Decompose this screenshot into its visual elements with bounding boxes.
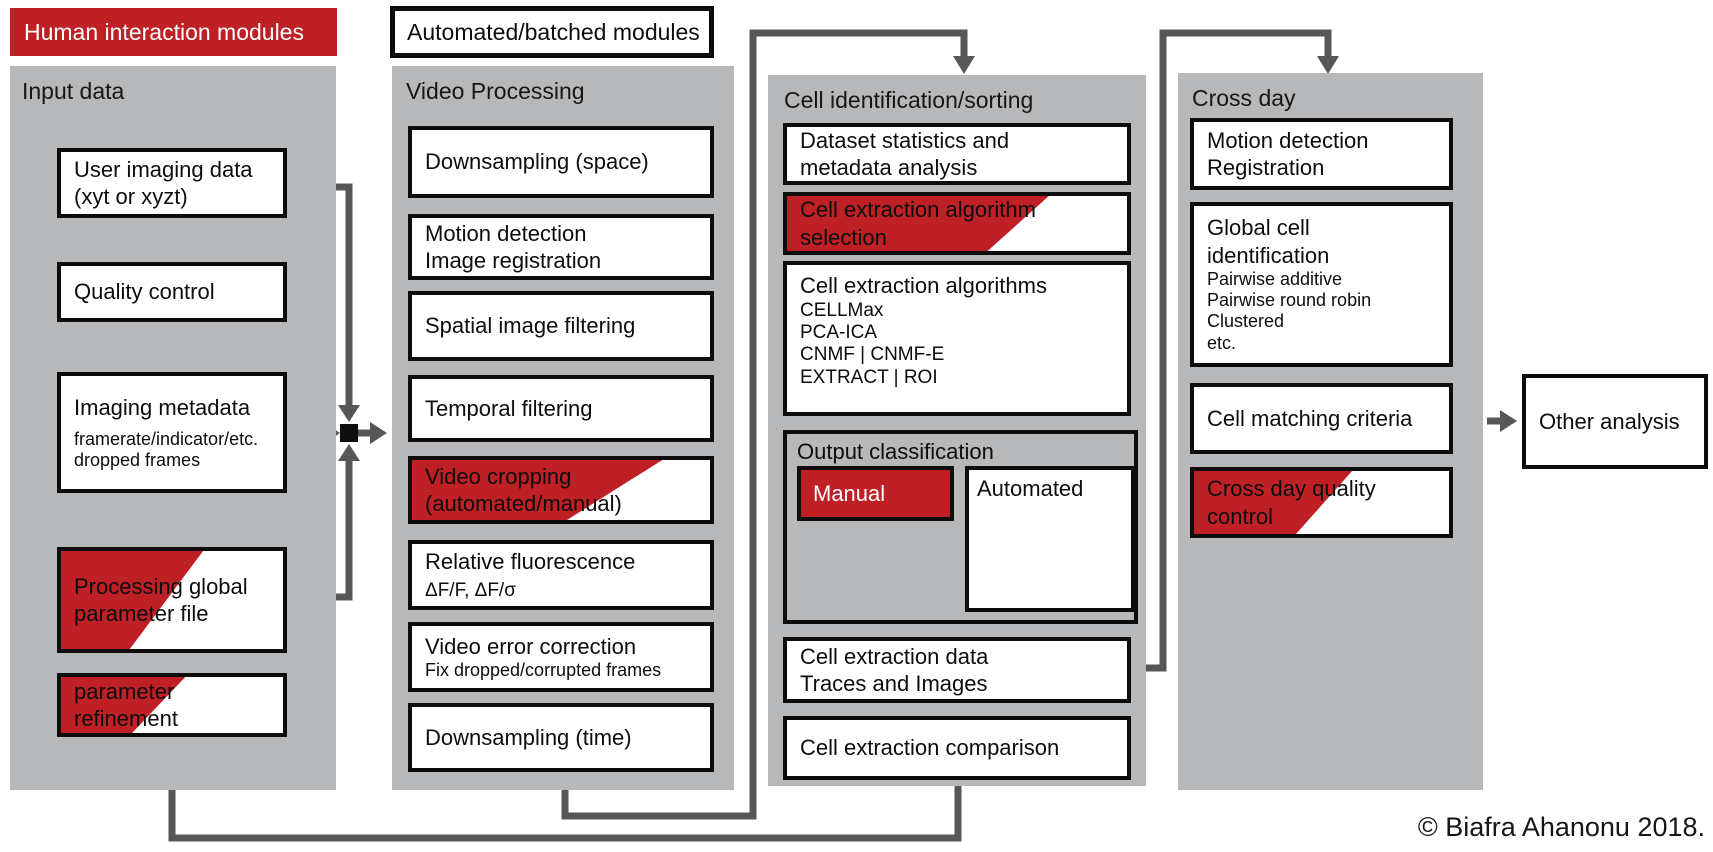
box-cell-matching-criteria: Cell matching criteria — [1190, 383, 1453, 454]
subpanel-label: Output classification — [797, 439, 994, 464]
arrowhead-right — [1500, 410, 1517, 432]
junction-node — [340, 424, 358, 442]
box-subline: Clustered — [1207, 311, 1285, 332]
box-imaging-metadata: Imaging metadata framerate/indicator/etc… — [57, 372, 287, 493]
box-line: Video error correction — [425, 633, 637, 659]
panel-label-video-processing: Video Processing — [406, 78, 585, 104]
box-line: Global cell — [1207, 215, 1310, 240]
panel-label-input-data: Input data — [22, 78, 125, 104]
box-line: Cell matching criteria — [1207, 405, 1413, 431]
subpanel-output-classification: Output classification Manual Automated — [783, 430, 1138, 624]
box-downsampling-time: Downsampling (time) — [408, 703, 714, 772]
box-cell-extraction-data: Cell extraction data Traces and Images — [783, 637, 1131, 703]
box-line: Other analysis — [1539, 408, 1680, 434]
box-video-cropping: Video cropping (automated/manual) — [408, 456, 714, 524]
box-cross-day-quality-control: Cross day quality control — [1190, 467, 1453, 538]
box-downsampling-space: Downsampling (space) — [408, 126, 714, 198]
box-line: Image registration — [425, 248, 602, 273]
box-subline: framerate/indicator/etc. — [74, 428, 259, 449]
box-line: metadata analysis — [800, 155, 978, 180]
box-line: Imaging metadata — [74, 395, 251, 421]
box-subline: dropped frames — [74, 449, 201, 470]
box-line: Automated — [977, 476, 1084, 501]
box-line: Quality control — [74, 279, 215, 305]
box-line: identification — [1207, 242, 1330, 268]
arrowhead-up — [338, 444, 360, 461]
box-line: Cell extraction comparison — [800, 735, 1060, 761]
box-line: User imaging data — [74, 156, 253, 182]
box-other-analysis: Other analysis — [1522, 374, 1708, 469]
box-quality-control: Quality control — [57, 262, 287, 322]
box-dataset-statistics: Dataset statistics and metadata analysis — [783, 123, 1131, 185]
panel-label-cross-day: Cross day — [1192, 85, 1296, 111]
arrowhead-down — [1317, 56, 1339, 74]
legend-human-label: Human interaction modules — [24, 18, 304, 45]
box-line: Video cropping — [425, 463, 572, 489]
box-subline: etc. — [1207, 332, 1237, 353]
algorithm-item: CNMF | CNMF-E — [800, 344, 945, 366]
box-line: Traces and Images — [800, 671, 988, 696]
arrowhead-down — [338, 405, 360, 422]
box-line: parameter file — [74, 601, 209, 626]
box-motion-detection-registration: Motion detection Image registration — [408, 214, 714, 280]
box-line: (automated/manual) — [425, 491, 622, 516]
box-relative-fluorescence: Relative fluorescence ΔF/F, ΔF/σ — [408, 540, 714, 610]
legend-automated-modules: Automated/batched modules — [390, 6, 714, 58]
box-line: Dataset statistics and — [800, 127, 1010, 153]
box-line: Motion detection — [425, 220, 587, 246]
box-line: Temporal filtering — [425, 395, 593, 421]
box-line: Cross day quality — [1207, 476, 1376, 501]
arrowhead-down — [953, 56, 975, 74]
box-line: Motion detection — [1207, 127, 1369, 153]
box-line: Manual — [813, 480, 886, 506]
box-cell-extraction-comparison: Cell extraction comparison — [783, 716, 1131, 780]
legend-automated-label: Automated/batched modules — [407, 18, 700, 45]
box-automated-classification: Automated — [965, 466, 1135, 612]
box-processing-global-parameter-file: Processing global parameter file — [57, 547, 287, 653]
algorithm-item: EXTRACT | ROI — [800, 366, 938, 388]
box-subline: Pairwise additive — [1207, 269, 1343, 289]
box-video-error-correction: Video error correction Fix dropped/corru… — [408, 622, 714, 692]
box-spatial-image-filtering: Spatial image filtering — [408, 291, 714, 361]
algorithm-item: PCA-ICA — [800, 321, 878, 343]
box-line: Cell extraction data — [800, 643, 989, 669]
box-cell-extraction-algorithms: Cell extraction algorithms CELLMax PCA-I… — [783, 261, 1131, 416]
box-line: Downsampling (time) — [425, 724, 632, 750]
box-parameter-refinement: parameter refinement — [57, 673, 287, 737]
legend-human-interaction-modules: Human interaction modules — [10, 8, 337, 56]
box-line: Registration — [1207, 155, 1325, 180]
box-temporal-filtering: Temporal filtering — [408, 375, 714, 442]
box-user-imaging-data: User imaging data (xyt or xyzt) — [57, 148, 287, 218]
box-crossday-motion-detection: Motion detection Registration — [1190, 118, 1453, 190]
copyright-notice: © Biafra Ahanonu 2018. — [1417, 812, 1705, 842]
box-line: Spatial image filtering — [425, 313, 636, 339]
box-global-cell-identification: Global cell identification Pairwise addi… — [1190, 202, 1453, 367]
box-subline: Fix dropped/corrupted frames — [425, 660, 662, 681]
algorithm-item: CELLMax — [800, 299, 884, 321]
box-line: Cell extraction algorithms — [800, 273, 1047, 298]
panel-label-cell-identification: Cell identification/sorting — [784, 87, 1034, 113]
box-line: Relative fluorescence — [425, 549, 636, 575]
box-line: Processing global — [74, 573, 248, 599]
box-cell-extraction-algorithm-selection: Cell extraction algorithm selection — [783, 192, 1131, 255]
box-line: Cell extraction algorithm — [800, 197, 1036, 222]
box-subline: ΔF/F, ΔF/σ — [425, 579, 516, 601]
box-line: selection — [800, 224, 887, 250]
box-manual-classification: Manual — [797, 466, 954, 521]
box-line: (xyt or xyzt) — [74, 184, 188, 209]
arrowhead-right — [370, 422, 387, 444]
box-line: parameter — [74, 678, 175, 704]
box-line: control — [1207, 503, 1274, 529]
box-line: Downsampling (space) — [425, 149, 649, 175]
box-subline: Pairwise round robin — [1207, 290, 1372, 311]
box-line: refinement — [74, 706, 178, 731]
